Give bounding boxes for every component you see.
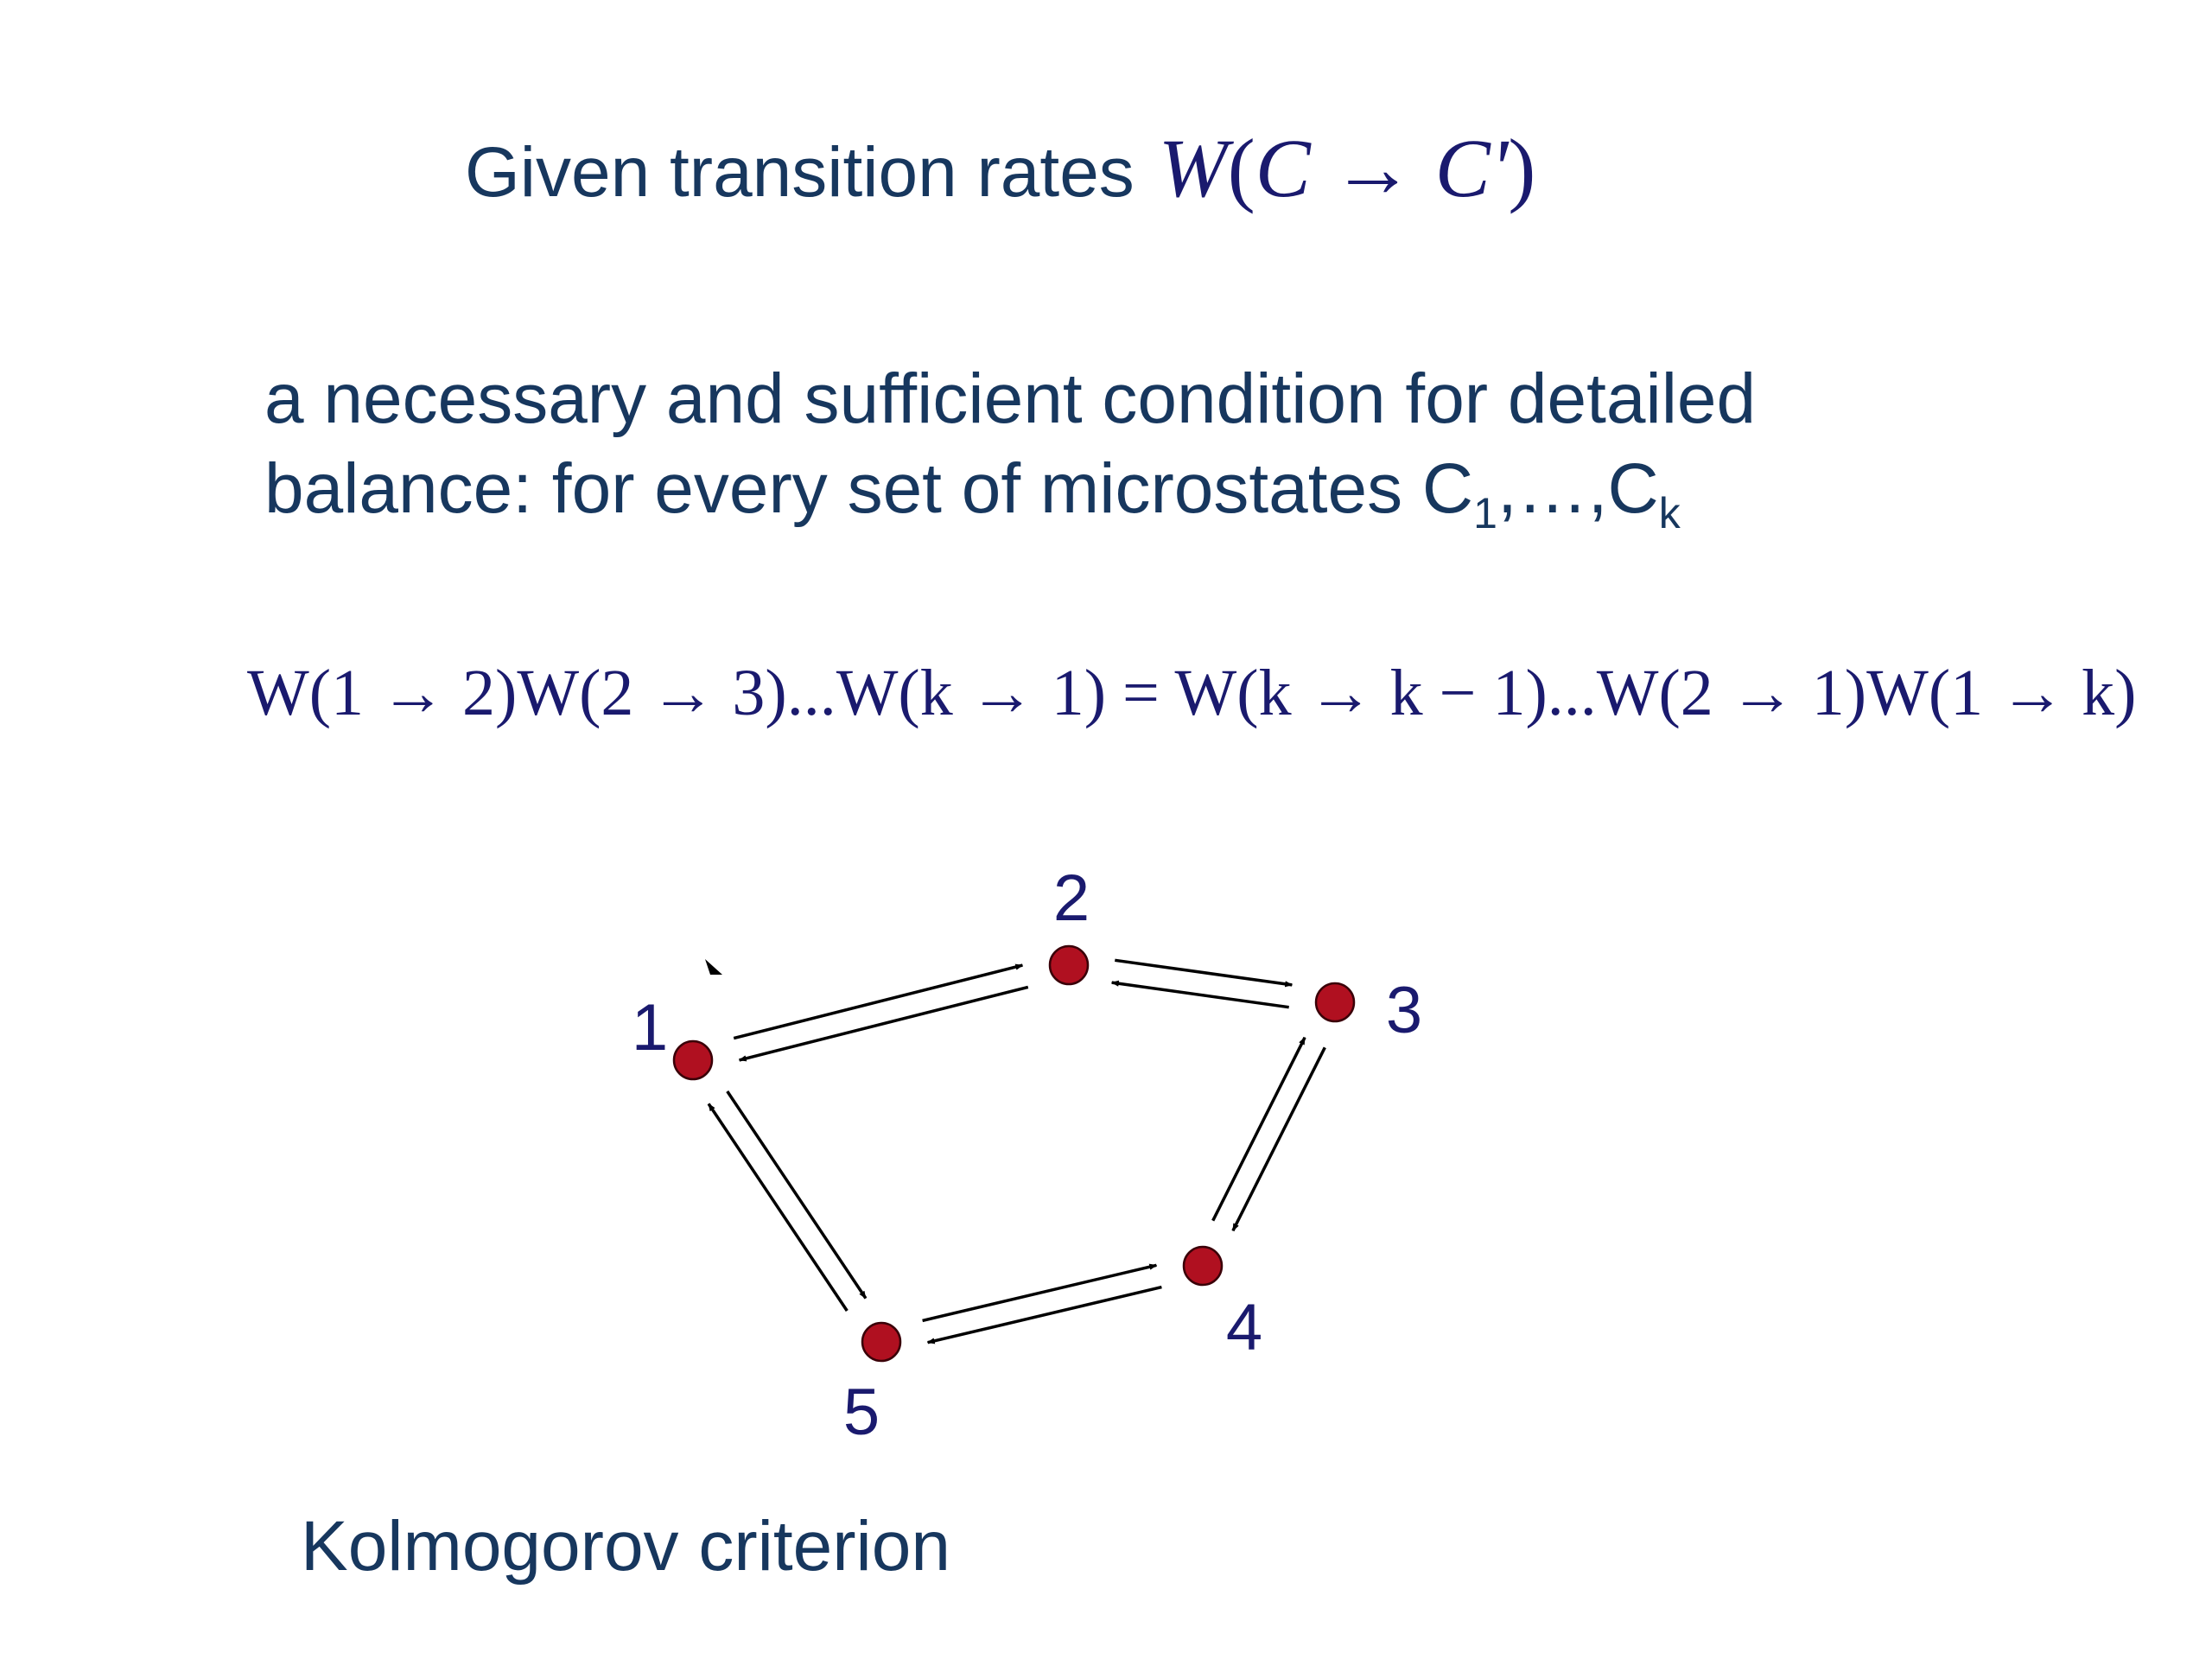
condition-middle: ,…,C (1497, 449, 1659, 528)
edge-arrow-5-to-4 (922, 1263, 1158, 1323)
formula-symbol: W (1158, 122, 1228, 214)
edge-arrow-2-to-3 (1115, 958, 1294, 988)
footer-caption: Kolmogorov criterion (301, 1507, 950, 1586)
state-label-5: 5 (843, 1376, 880, 1449)
state-node-3 (1314, 982, 1356, 1023)
formula-to: C' (1434, 122, 1509, 214)
subscript-last: k (1658, 489, 1681, 537)
title-line: Given transition rates W(C → C') (465, 121, 1535, 220)
edge-arrow-2-to-1 (738, 985, 1029, 1062)
state-label-2: 2 (1053, 861, 1090, 935)
edge-arrow-1-to-2 (733, 963, 1024, 1040)
edge-arrow-4-to-5 (926, 1285, 1162, 1344)
edge-arrow-3-to-4 (1231, 1046, 1326, 1232)
edge-arrow-1-to-5 (726, 1090, 868, 1300)
state-node-1 (672, 1039, 714, 1081)
labels-layer: 1 2 3 4 5 (632, 861, 1422, 1449)
edge-arrow-4-to-3 (1211, 1036, 1306, 1222)
kolmogorov-equation: W(1 → 2)W(2 → 3)...W(k → 1) = W(k → k − … (247, 657, 2137, 729)
edge-arrow-3-to-2 (1110, 980, 1289, 1009)
stray-arrowhead-icon (705, 959, 722, 975)
formula-from: C (1255, 122, 1311, 214)
state-node-5 (861, 1321, 902, 1363)
condition-line-2: balance: for every set of microstates C1… (264, 442, 1681, 536)
formula-open: ( (1227, 122, 1255, 214)
edge-arrow-5-to-1 (707, 1103, 849, 1312)
transition-rate-formula: W(C → C') (1159, 122, 1536, 214)
title-text: Given transition rates (465, 133, 1135, 212)
state-node-2 (1048, 944, 1090, 986)
state-label-3: 3 (1386, 974, 1422, 1047)
subscript-first: 1 (1473, 489, 1497, 537)
state-label-4: 4 (1226, 1291, 1262, 1364)
condition-line-1: a necessary and sufficient condition for… (264, 359, 1757, 438)
formula-close: ) (1508, 122, 1536, 214)
state-node-4 (1182, 1245, 1224, 1287)
condition-line-2-text: balance: for every set of microstates C (264, 449, 1474, 528)
formula-arrow: → (1331, 122, 1414, 214)
nodes-layer (672, 944, 1356, 1363)
edges-layer (707, 958, 1326, 1344)
state-label-1: 1 (632, 991, 668, 1065)
